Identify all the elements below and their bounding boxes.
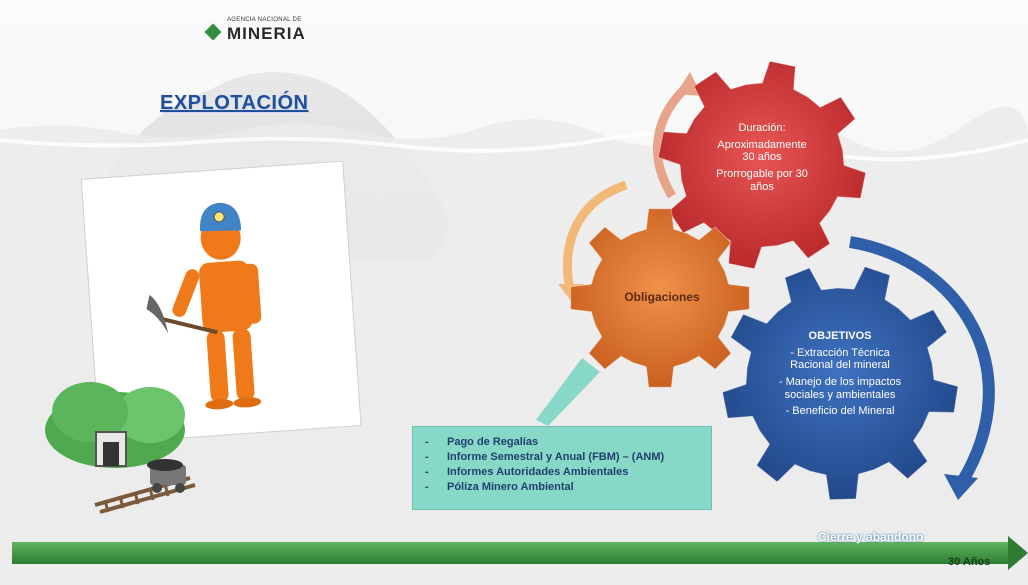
- objetivos-line1: - Extracción Técnica: [790, 346, 890, 359]
- obligacion-item: -Informe Semestral y Anual (FBM) – (ANM): [425, 451, 665, 463]
- timeline-cierre-label: Cierre y abandono: [818, 530, 924, 544]
- obligacion-item: -Informes Autoridades Ambientales: [425, 466, 629, 478]
- callout-pointer: [536, 358, 600, 426]
- duracion-line4: años: [750, 180, 774, 193]
- obligacion-item: -Pago de Regalías: [425, 436, 539, 448]
- logo-name-text: MINERIA: [227, 24, 306, 43]
- timeline-anos-label: 30 Años: [948, 556, 991, 568]
- objetivos-text: OBJETIVOS - Extracción Técnica Racional …: [770, 330, 910, 418]
- objetivos-line4: sociales y ambientales: [784, 388, 896, 401]
- curved-arrow-right: [849, 236, 995, 486]
- obligacion-item: -Póliza Minero Ambiental: [425, 481, 574, 493]
- duracion-text: Duración: Aproximadamente 30 años Prorro…: [706, 122, 818, 193]
- objetivos-line3: - Manejo de los impactos: [778, 375, 902, 388]
- objetivos-line2: Racional del mineral: [790, 359, 890, 372]
- duracion-heading: Duración:: [738, 122, 786, 134]
- duracion-line2: 30 años: [742, 151, 782, 164]
- miner-picture: [80, 160, 362, 445]
- timeline-arrow: [12, 536, 1028, 570]
- obligaciones-list-box: -Pago de Regalías -Informe Semestral y A…: [412, 426, 712, 510]
- logo-agency-text: AGENCIA NACIONAL DE: [227, 17, 302, 23]
- mine-entrance-illustration: [45, 382, 196, 514]
- curved-arrow-left: [563, 180, 628, 291]
- objetivos-gear: [721, 266, 959, 501]
- duracion-gear: [657, 60, 867, 270]
- objetivos-line5: - Beneficio del Mineral: [785, 405, 895, 418]
- obligaciones-gear: [570, 208, 750, 388]
- page-title: EXPLOTACIÓN: [160, 92, 309, 114]
- logo-diamond-icon: [204, 23, 222, 41]
- obligaciones-heading: Obligaciones: [624, 290, 700, 304]
- agency-logo: AGENCIA NACIONAL DE MINERIA: [204, 14, 325, 48]
- duracion-line1: Aproximadamente: [717, 138, 807, 151]
- objetivos-heading: OBJETIVOS: [808, 330, 872, 342]
- duracion-line3: Prorrogable por 30: [716, 167, 808, 180]
